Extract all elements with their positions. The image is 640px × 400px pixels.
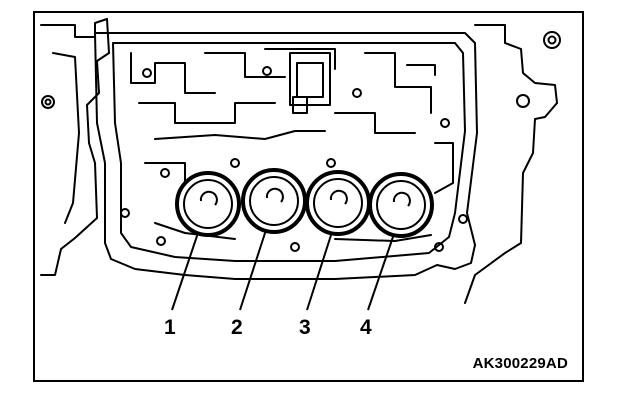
oil-passage — [154, 222, 236, 240]
callout-label-2: 2 — [231, 316, 243, 339]
fastener-hole — [440, 118, 450, 128]
leader-line-3 — [306, 231, 333, 311]
fastener-hole — [160, 168, 170, 178]
callout-label-4: 4 — [360, 316, 372, 339]
valve-body-illustration — [40, 18, 561, 311]
oil-passage — [204, 52, 286, 78]
valve-body-inner-outline — [112, 42, 466, 262]
housing-left-outline — [40, 18, 110, 276]
oil-passage — [334, 112, 416, 134]
oil-passage — [138, 102, 276, 124]
fastener-hole — [434, 242, 444, 252]
oil-passage — [144, 162, 186, 184]
housing-left-inner — [52, 52, 80, 224]
oil-passage — [434, 142, 454, 194]
callout-label-3: 3 — [299, 316, 311, 339]
housing-bolt-right-lower — [516, 94, 530, 108]
oil-passage — [364, 52, 432, 114]
housing-bolt-right — [543, 31, 561, 49]
housing-bolt-right-inner — [547, 35, 557, 45]
housing-bolt-left-inner — [44, 98, 52, 106]
fastener-hole — [142, 68, 152, 78]
callout-label-1: 1 — [164, 316, 176, 339]
oil-passage — [264, 48, 336, 70]
oil-passage — [334, 234, 432, 242]
piston-3 — [305, 170, 371, 236]
fastener-hole — [262, 66, 272, 76]
fastener-hole — [458, 214, 468, 224]
leader-line-1 — [171, 232, 199, 311]
oil-passage — [406, 64, 436, 76]
piston-1 — [175, 171, 241, 237]
valve-body-outline — [94, 32, 478, 280]
solenoid-block — [289, 52, 331, 106]
figure-code: AK300229AD — [472, 355, 568, 372]
solenoid-tab — [292, 96, 308, 114]
leader-line-2 — [239, 229, 267, 311]
piston-2 — [241, 168, 307, 234]
solenoid-block-inner — [296, 62, 324, 98]
figure-frame: 1 2 3 4 AK300229AD — [33, 11, 584, 382]
fastener-hole — [352, 88, 362, 98]
oil-passage — [154, 130, 326, 140]
piston-4 — [368, 172, 434, 238]
oil-passage — [130, 52, 216, 94]
fastener-hole — [120, 208, 130, 218]
piston-group — [175, 168, 434, 238]
housing-bolt-left — [41, 95, 55, 109]
fastener-hole — [156, 236, 166, 246]
fastener-hole — [290, 242, 300, 252]
housing-right-outline — [464, 24, 558, 304]
fastener-hole — [326, 158, 336, 168]
leader-line-4 — [367, 233, 395, 311]
fastener-hole — [230, 158, 240, 168]
